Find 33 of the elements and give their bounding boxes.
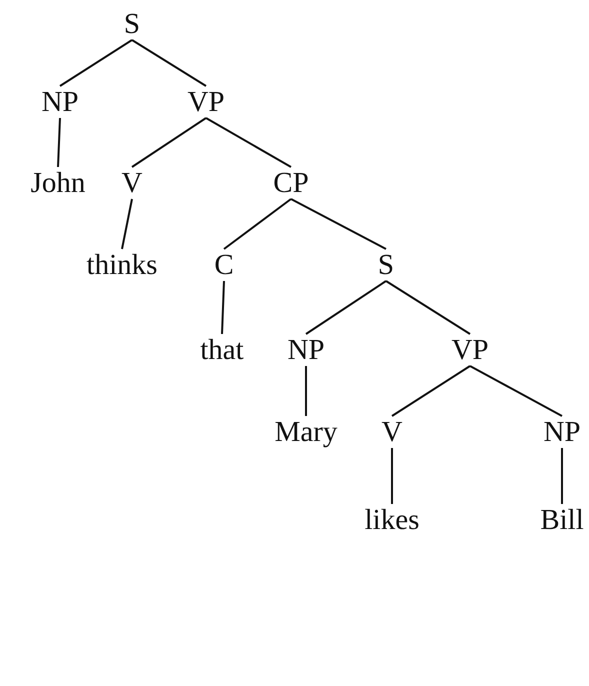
tree-node-label: NP [543, 417, 581, 447]
tree-node-label: Mary [274, 417, 338, 447]
tree-branch [561, 448, 563, 504]
tree-branch [59, 39, 133, 87]
tree-branch [470, 365, 562, 417]
tree-branch [290, 198, 386, 250]
tree-node-label: likes [364, 505, 420, 535]
tree-node-label: that [200, 335, 244, 365]
tree-branch [121, 198, 133, 250]
tree-node-label: Bill [540, 505, 584, 535]
tree-node-label: CP [273, 168, 309, 198]
tree-node-label: John [30, 168, 86, 198]
tree-branch [385, 280, 471, 335]
tree-node-label: S [124, 9, 140, 39]
tree-node-label: NP [41, 87, 79, 117]
tree-node-label: thinks [86, 250, 158, 280]
tree-node-label: VP [451, 335, 489, 365]
tree-branch [206, 117, 292, 168]
tree-branch [131, 117, 207, 168]
tree-branch [57, 118, 61, 168]
tree-node-label: V [382, 417, 402, 447]
tree-node-label: V [122, 168, 142, 198]
tree-branch [131, 39, 207, 87]
tree-node-label: NP [287, 335, 325, 365]
tree-branch [305, 366, 307, 416]
tree-branch [305, 280, 387, 335]
tree-node-label: S [378, 250, 394, 280]
tree-branch [391, 365, 471, 417]
tree-node-label: VP [187, 87, 225, 117]
tree-node-label: C [214, 250, 234, 280]
tree-branch [223, 198, 292, 250]
tree-branch [391, 448, 393, 504]
tree-branch [221, 280, 225, 334]
